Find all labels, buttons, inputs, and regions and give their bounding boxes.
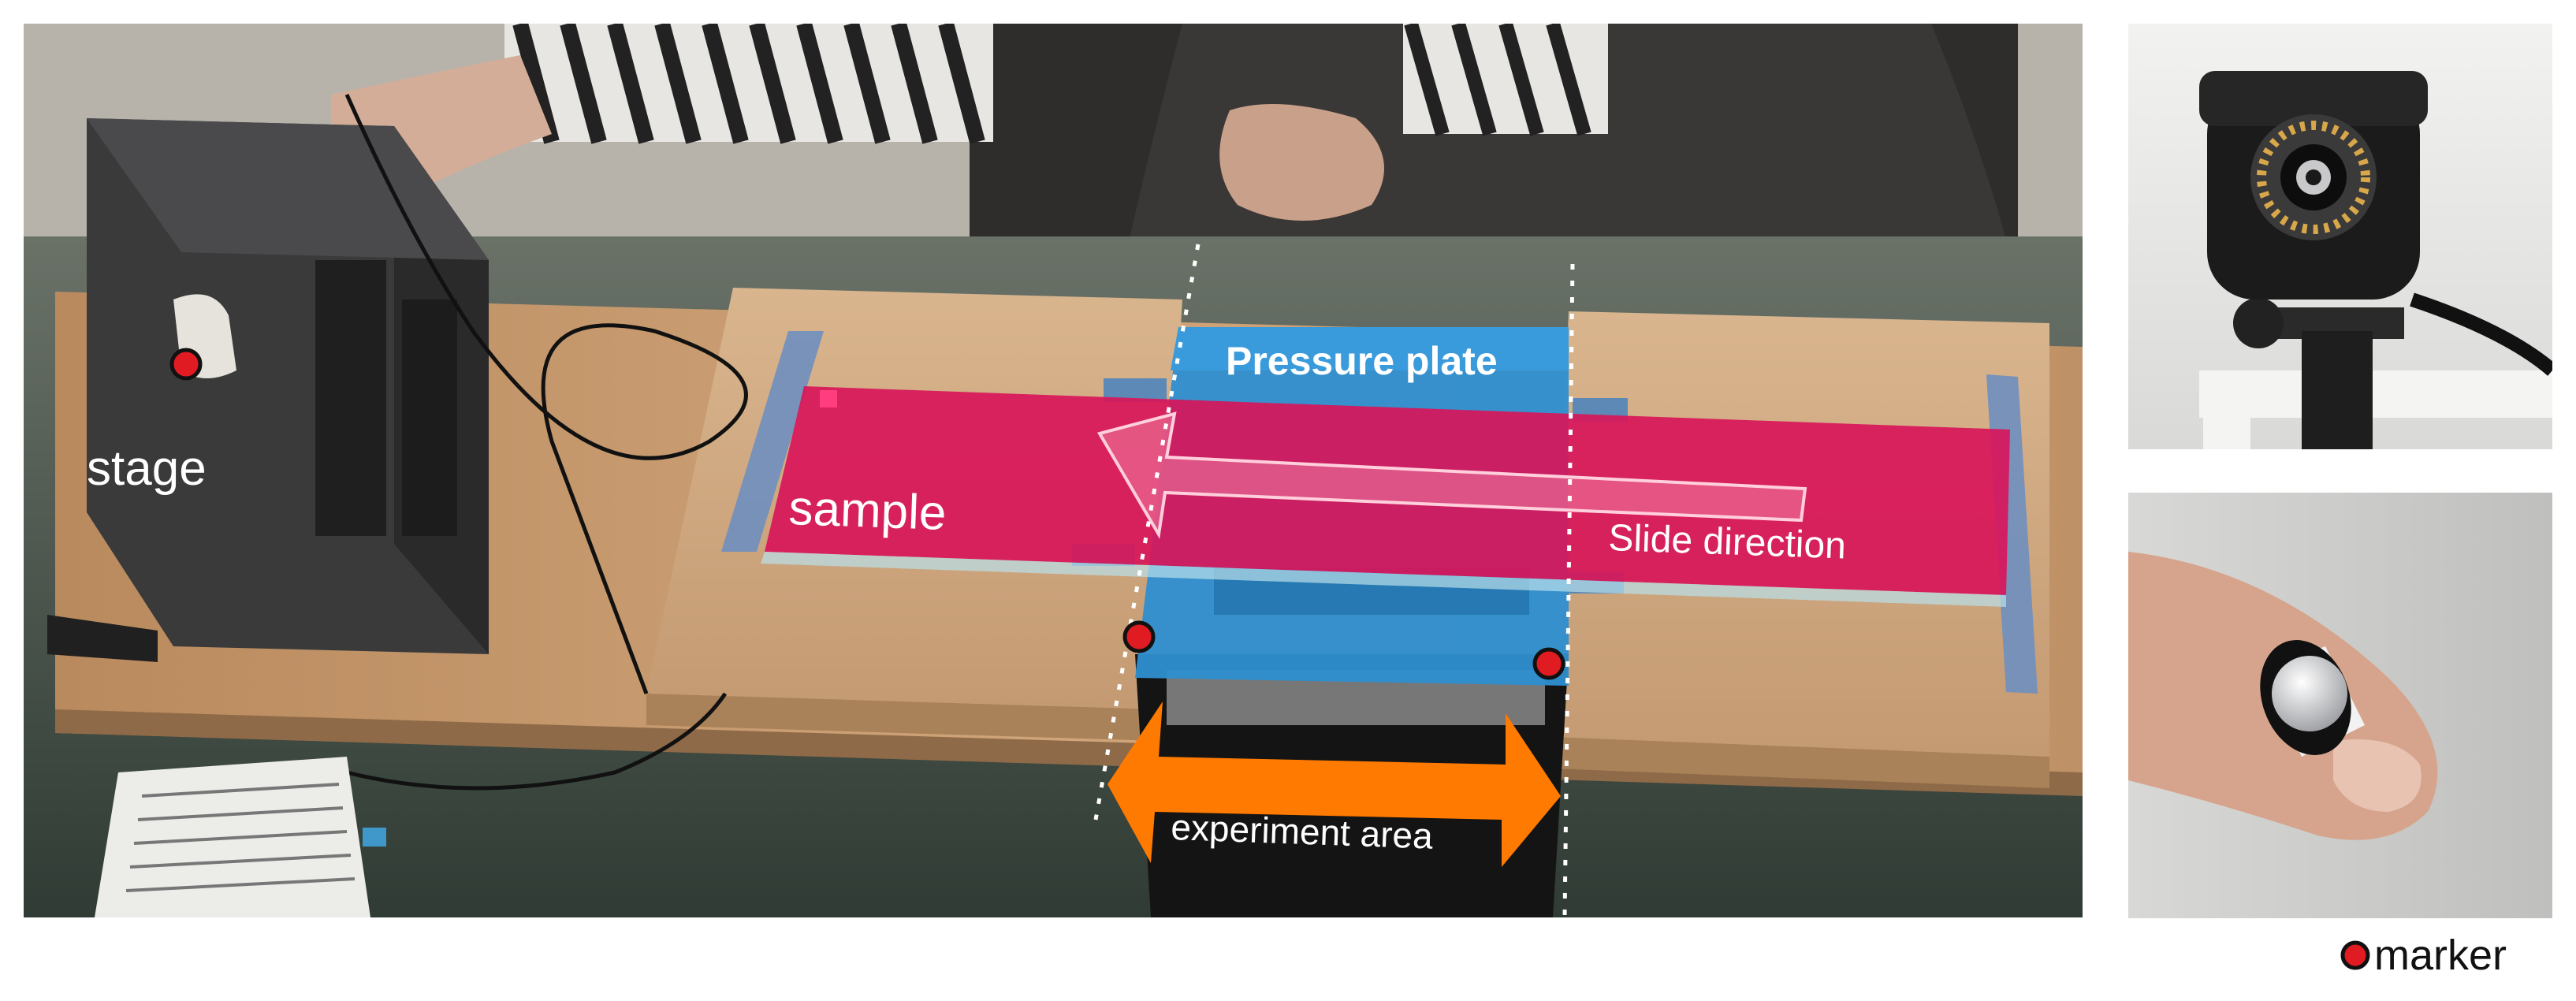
marker-legend: marker — [2340, 932, 2507, 979]
striped-sleeve — [504, 24, 1608, 144]
main-photo: stage sample Pressure plate Slide direct… — [24, 24, 2083, 917]
camera-photo — [2128, 24, 2552, 449]
marker-legend-label: marker — [2374, 932, 2507, 979]
sample-label: sample — [788, 481, 947, 541]
finger-photo — [2128, 493, 2552, 918]
marker-plate-left — [1122, 620, 1156, 653]
experiment-area-arrow — [1107, 701, 1561, 867]
pressure-plate-label: Pressure plate — [1226, 339, 1498, 383]
slide-direction-arrow — [1096, 411, 1807, 539]
stage-box — [87, 118, 489, 654]
amplifier-box — [95, 757, 386, 917]
slide-direction-label: Slide direction — [1608, 517, 1847, 567]
marker-legend-icon — [2340, 940, 2370, 970]
stage-label: stage — [87, 441, 207, 496]
experiment-area-label: experiment area — [1171, 806, 1434, 857]
marker-stage — [169, 348, 203, 381]
sample-strip — [761, 386, 2010, 607]
marker-plate-right — [1532, 647, 1565, 680]
reflective-ball-icon — [2272, 656, 2347, 731]
